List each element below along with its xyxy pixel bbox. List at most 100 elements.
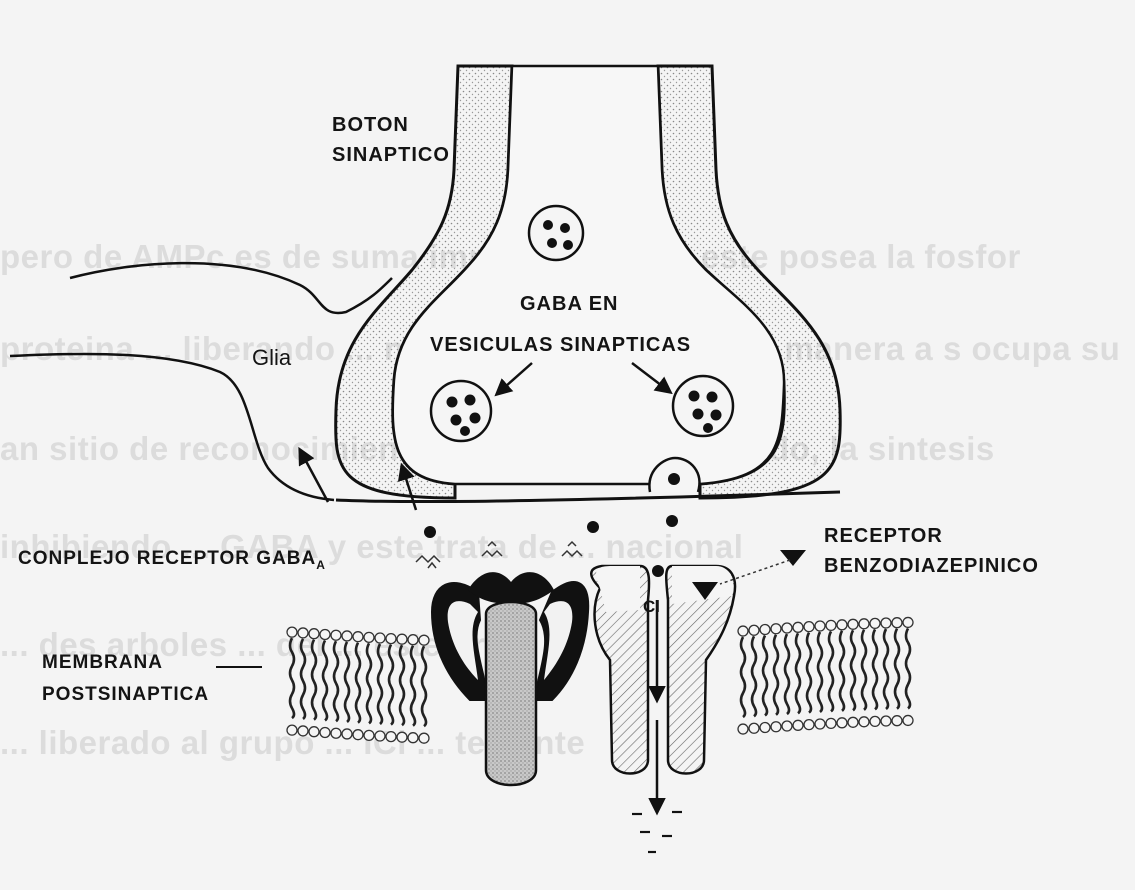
lipid-head	[364, 632, 374, 642]
lipid-head	[815, 621, 825, 631]
lipid-head	[881, 716, 891, 726]
label-boton-sinaptico-line2: SINAPTICO	[332, 142, 450, 168]
lipid-head	[848, 717, 858, 727]
lipid-head	[870, 618, 880, 628]
vesicle-top	[529, 206, 583, 260]
lipid-head	[364, 730, 374, 740]
lipid-tail	[422, 646, 426, 726]
lipid-tail	[389, 645, 393, 725]
label-complejo-receptor: CONPLEJO RECEPTOR GABAA	[18, 546, 326, 578]
lipid-tail	[796, 633, 800, 713]
label-receptor-line1: RECEPTOR	[824, 523, 943, 549]
lipid-tail	[906, 628, 910, 708]
lipid-tail	[862, 630, 866, 710]
lipid-head	[342, 631, 352, 641]
lipid-tail	[895, 629, 899, 709]
lipid-head	[408, 733, 418, 743]
lipid-head	[287, 627, 297, 637]
lipid-head	[782, 623, 792, 633]
lipid-head	[848, 619, 858, 629]
lipid-head	[386, 634, 396, 644]
lipid-head	[331, 728, 341, 738]
lipid-head	[749, 625, 759, 635]
lipid-head	[826, 718, 836, 728]
lipid-tail	[345, 642, 349, 722]
lipid-head	[804, 622, 814, 632]
lipid-head	[419, 733, 429, 743]
lipid-head	[859, 619, 869, 629]
lipid-tail	[752, 636, 756, 716]
lipid-head	[375, 633, 385, 643]
lipid-tail	[367, 643, 371, 723]
lipid-tail	[741, 637, 745, 717]
lipid-head	[419, 635, 429, 645]
label-glia: Glia	[252, 345, 291, 371]
label-gaba-vesiculas-line2: VESICULAS SINAPTICAS	[430, 332, 691, 358]
lipid-tail	[400, 645, 404, 725]
lipid-head	[859, 717, 869, 727]
label-receptor-line2: BENZODIAZEPINICO	[824, 553, 1039, 579]
lipid-tail	[851, 630, 855, 710]
label-complejo-receptor-text: CONPLEJO RECEPTOR GABA	[18, 548, 316, 569]
lipid-head	[760, 625, 770, 635]
lipid-head	[760, 723, 770, 733]
lipid-head	[782, 721, 792, 731]
vesicle-left	[431, 381, 491, 441]
lipid-head	[397, 634, 407, 644]
lipid-head	[903, 617, 913, 627]
lipid-head	[793, 622, 803, 632]
lipid-head	[749, 723, 759, 733]
lipid-head	[892, 716, 902, 726]
lipid-head	[837, 718, 847, 728]
lipid-head	[826, 620, 836, 630]
lipid-head	[771, 722, 781, 732]
lipid-head	[320, 727, 330, 737]
lipid-tail	[312, 640, 316, 720]
lipid-tail	[829, 631, 833, 711]
lipid-head	[386, 732, 396, 742]
label-membrana-line2: POSTSINAPTICA	[42, 682, 209, 708]
lipid-head	[331, 630, 341, 640]
lipid-head	[353, 730, 363, 740]
glia-outline	[70, 263, 392, 313]
lipid-head	[815, 719, 825, 729]
lipid-tail	[411, 646, 415, 726]
lipid-head	[804, 720, 814, 730]
lipid-tail	[840, 631, 844, 711]
label-gaba-vesiculas-line1: GABA EN	[520, 291, 618, 317]
lipid-tail	[378, 644, 382, 724]
lipid-tail	[334, 641, 338, 721]
gaba-receptor-top	[468, 572, 554, 604]
lipid-tail	[356, 643, 360, 723]
lipid-head	[287, 725, 297, 735]
lipid-head	[397, 732, 407, 742]
lipid-head	[309, 727, 319, 737]
lipid-head	[903, 715, 913, 725]
label-boton-sinaptico-line1: BOTON	[332, 112, 409, 138]
lipid-head	[771, 624, 781, 634]
lipid-tail	[301, 639, 305, 719]
lipid-head	[320, 629, 330, 639]
lipid-tail	[873, 629, 877, 709]
lipid-head	[881, 618, 891, 628]
lipid-head	[298, 726, 308, 736]
lipid-tail	[763, 636, 767, 716]
lipid-head	[837, 620, 847, 630]
vesicle-right	[673, 376, 733, 436]
lipid-tail	[818, 632, 822, 712]
glia-outline-lower	[10, 354, 334, 500]
lipid-head	[870, 716, 880, 726]
lipid-head	[309, 629, 319, 639]
lipid-tail	[290, 638, 294, 718]
lipid-tail	[774, 635, 778, 715]
chloride-ions	[632, 812, 682, 852]
lipid-head	[738, 626, 748, 636]
lipid-head	[408, 635, 418, 645]
lipid-head	[342, 729, 352, 739]
gaba-receptor-core	[486, 602, 536, 785]
lipid-tail	[785, 634, 789, 714]
receptor-label-triangle	[780, 550, 806, 566]
lipid-tail	[323, 640, 327, 720]
